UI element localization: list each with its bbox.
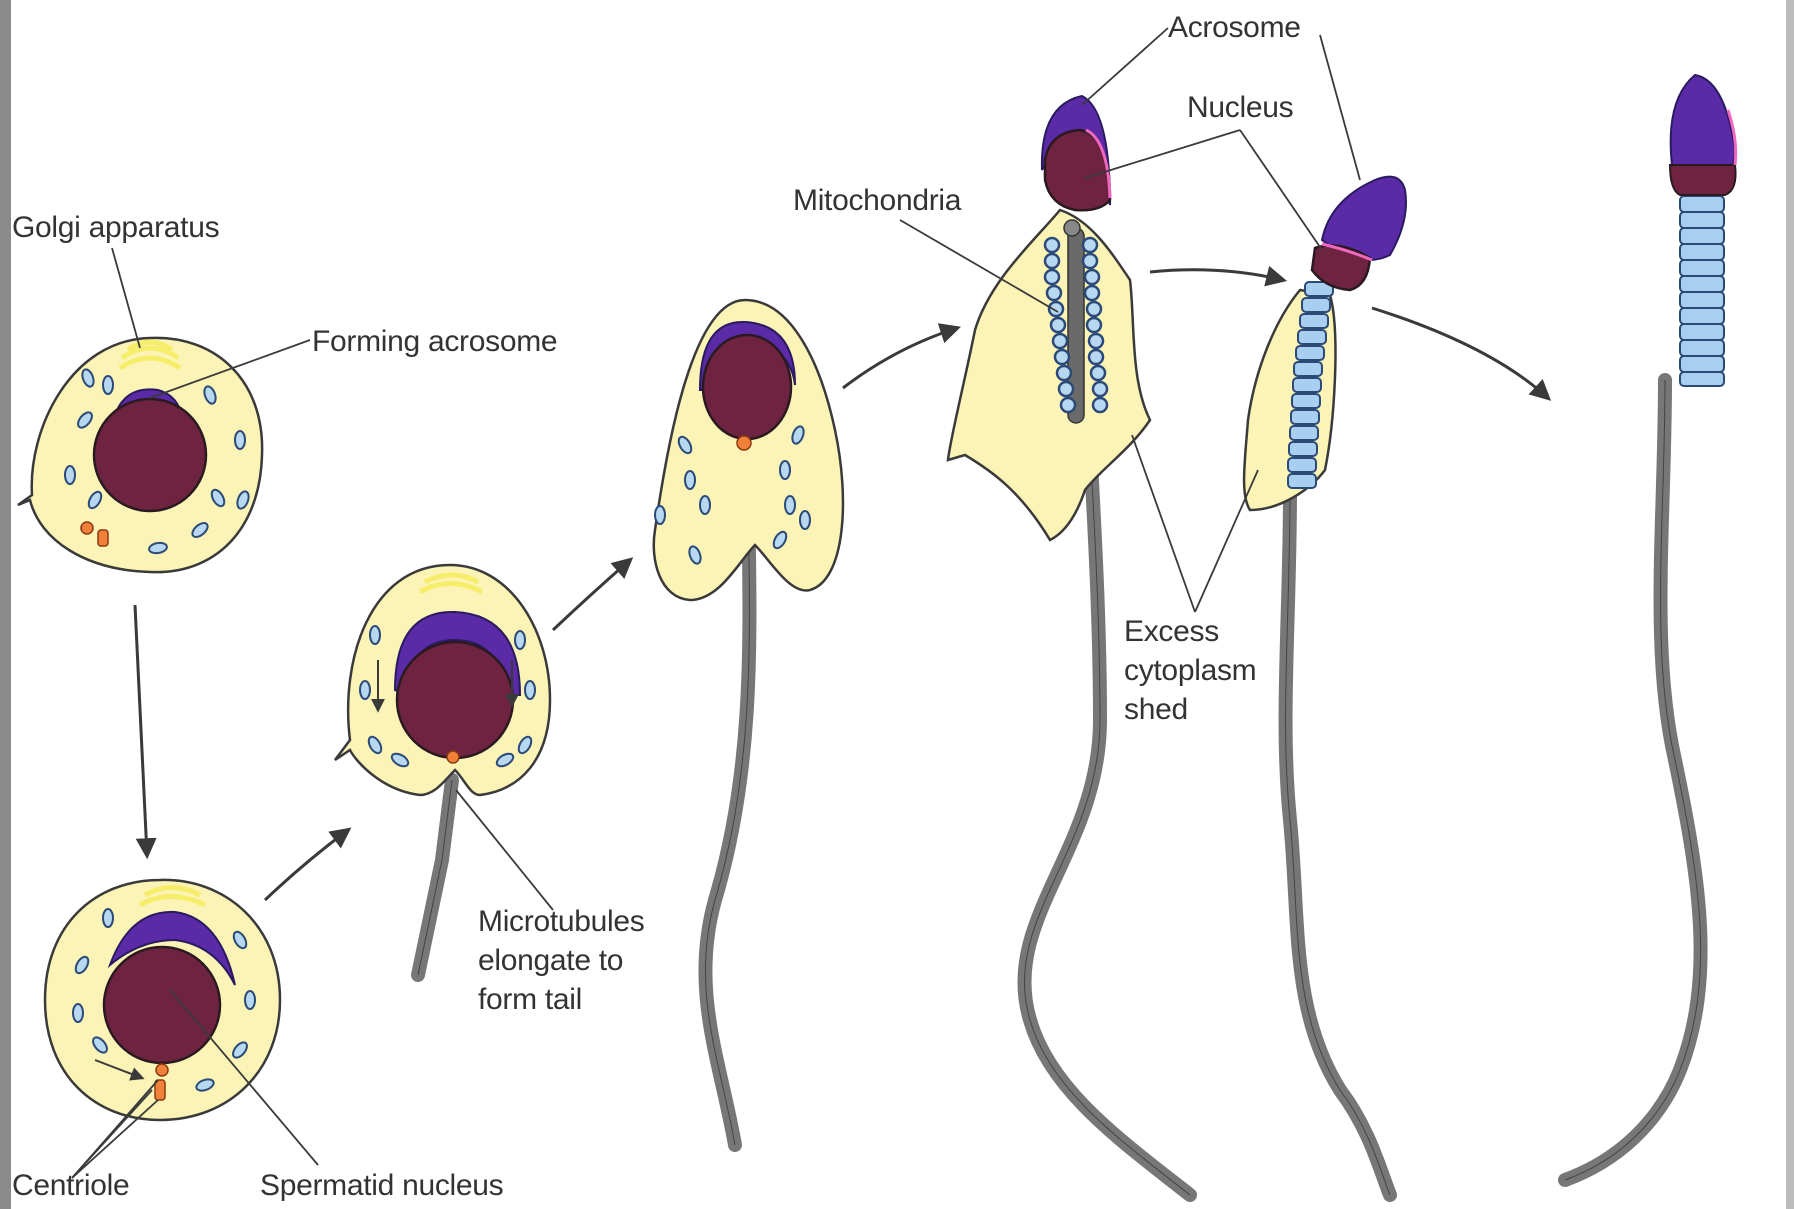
stage-4-spermatid — [654, 300, 843, 1145]
nucleus-4 — [703, 335, 791, 439]
centriole-3 — [447, 751, 459, 763]
nucleus-3 — [397, 642, 513, 758]
label-nucleus: Nucleus — [1187, 88, 1293, 127]
stage-2-spermatid — [45, 880, 280, 1120]
label-golgi-apparatus: Golgi apparatus — [12, 208, 219, 247]
right-edge-bar — [1786, 0, 1794, 1209]
label-excess-cytoplasm: Excess cytoplasm shed — [1124, 612, 1256, 729]
centriole-4 — [737, 436, 751, 450]
arrow-icon — [135, 605, 147, 855]
label-acrosome: Acrosome — [1168, 8, 1301, 47]
tail-7 — [1565, 380, 1701, 1180]
midpiece-7 — [1680, 196, 1724, 386]
arrow-icon — [1372, 308, 1548, 398]
tail-3 — [418, 780, 452, 975]
label-centriole: Centriole — [12, 1166, 129, 1205]
stage-1-spermatid — [18, 338, 262, 572]
label-spermatid-nucleus: Spermatid nucleus — [260, 1166, 503, 1205]
nucleus-1 — [94, 399, 206, 511]
acrosome-7 — [1671, 75, 1735, 168]
label-forming-acrosome: Forming acrosome — [312, 322, 557, 361]
tail-6 — [1286, 490, 1390, 1195]
stage-6-spermatid — [1244, 177, 1406, 1195]
left-edge-bar — [0, 0, 11, 1209]
nucleus-7 — [1670, 165, 1736, 195]
arrow-icon — [265, 830, 348, 900]
label-microtubules: Microtubules elongate to form tail — [478, 902, 644, 1019]
arrow-icon — [1150, 270, 1283, 280]
arrow-icon — [843, 328, 957, 388]
label-mitochondria: Mitochondria — [793, 181, 961, 220]
arrow-icon — [553, 560, 630, 630]
nucleus-2 — [104, 947, 220, 1063]
stage-7-spermatozoon — [1565, 75, 1736, 1180]
